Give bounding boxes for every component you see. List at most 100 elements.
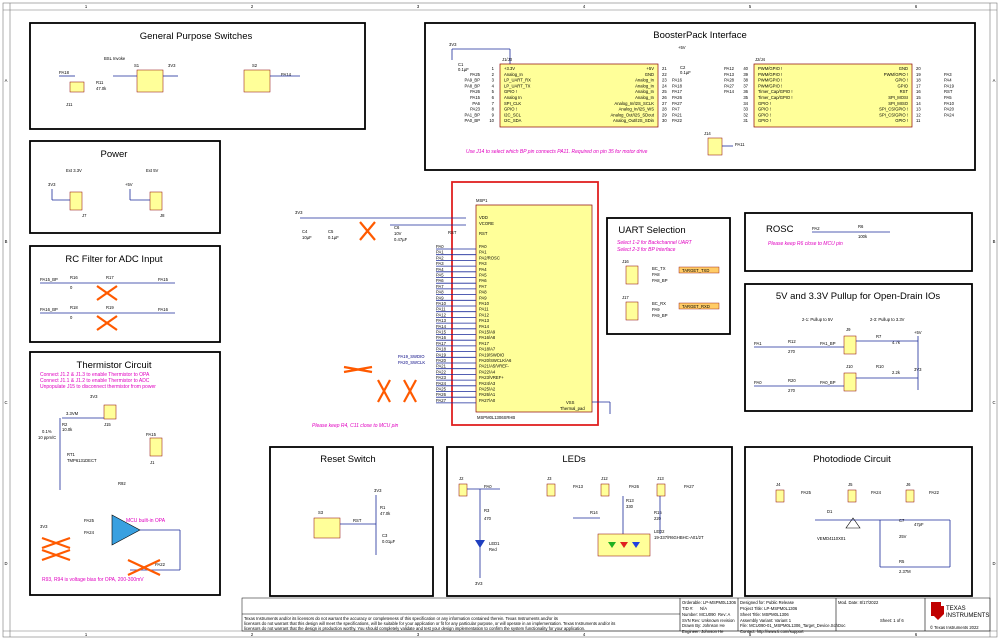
led2-label: LED2 (654, 529, 665, 534)
frame-col-label: 5 (749, 632, 752, 637)
j1j3-right-num: 30 (662, 118, 667, 123)
led-pa0: PA0 (484, 484, 492, 489)
frame-col-label: 3 (417, 632, 420, 637)
j17-header (625, 301, 639, 321)
j1j3-right-num: 22 (662, 72, 667, 77)
boosterpack-section: BoosterPack Interface 3V3 C1 0.1µF J1/J3… (424, 22, 976, 171)
opa-pa24: PA24 (84, 530, 95, 535)
j2j4-right-num: 19 (916, 72, 921, 77)
j2j4-left-num: 40 (743, 66, 748, 71)
mcu-pin-net: PA10 (436, 301, 447, 306)
j2j4-right-num: 14 (916, 101, 921, 106)
frame-col-label: 1 (85, 4, 88, 9)
frame-row-label: D (4, 561, 7, 566)
j2j4-left-num: 31 (743, 118, 748, 123)
led-3v3: 3V3 (475, 581, 483, 586)
r10-value: 2.2k (892, 370, 901, 375)
r18-value: 0 (70, 315, 73, 320)
j2j4-left-pin: GPIO ! (758, 101, 771, 106)
tb-company1: TEXAS (946, 606, 966, 612)
r5-value: 2.37M (899, 569, 911, 574)
mcu-pin-label: PA5 (479, 273, 487, 278)
j15-label: J15 (104, 422, 111, 427)
led2-green-icon (608, 542, 616, 548)
pullup-section: 5V and 3.3V Pullup for Open-Drain IOs 2-… (744, 283, 973, 412)
j1j3-left-num: 8 (492, 107, 495, 112)
j1j3-right-pin: +5V (646, 66, 654, 71)
j2j4-right-pin: GPIO ! (895, 118, 908, 123)
s1-3v3: 3V3 (168, 63, 176, 68)
s1-label: S1 (134, 63, 140, 68)
j2j4-right-num: 13 (916, 107, 921, 112)
j1j3-left-net: PA8_BP (464, 83, 480, 88)
c4-label: C4 (302, 229, 308, 234)
leds-section: LEDs J2 PA0 R3 470 LED1 Red 3V3 J3 PA13 … (446, 446, 733, 597)
j1j3-right-net: PA22 (672, 118, 683, 123)
mcu-pin-label: PA12 (479, 312, 490, 317)
leds-title: LEDs (562, 454, 585, 465)
mcu-pin-net: PA27 (436, 398, 447, 403)
pullup-title: 5V and 3.3V Pullup for Open-Drain IOs (776, 291, 940, 302)
tb-sheet: Sheet: 1 of 6 (880, 618, 904, 623)
mcu-pin-net: PA6 (436, 278, 444, 283)
j1j3-right-pin: Analog_In (635, 95, 655, 100)
mcu-ref: MSP1 (476, 198, 488, 203)
mcu-3v3: 3V3 (295, 210, 303, 215)
frame-col-label: 5 (749, 4, 752, 9)
tb-rev: Rev: A (718, 612, 731, 617)
opa-3v3: 3V3 (40, 524, 48, 529)
reset-section: Reset Switch 3V3 R1 47.0k S3 RST C3 0.01… (269, 446, 434, 597)
j1j3-left-pin: Analog_In (504, 72, 524, 77)
mcu-highlight-box (451, 181, 599, 426)
j1j3-right-pin: Analog_Out/I2S_SDout (610, 112, 654, 117)
photodiode-title: Photodiode Circuit (813, 454, 891, 465)
j1j3-right-num: 21 (662, 66, 667, 71)
led2-red-icon (620, 542, 628, 548)
bias-note: R93, R94 is voltage bias for OPA, 200-30… (42, 577, 144, 583)
r15-label: R15 (654, 510, 662, 515)
j8-header (149, 191, 163, 211)
rc-filter-section: RC Filter for ADC Input PA15_BP R16 0 R1… (29, 245, 221, 343)
r16-label: R16 (70, 275, 78, 280)
frame-col-label: 4 (583, 632, 586, 637)
j2j4-left-pin: GPIO ! (758, 107, 771, 112)
frame-row-label: D (992, 561, 995, 566)
mcu-pad: Thermal_pad (560, 406, 585, 411)
mcu-pin-label: PA0 (479, 244, 487, 249)
r10-label: R10 (876, 364, 884, 369)
mcu-vss: VSS (566, 400, 575, 405)
j2j4-left-num: 38 (743, 78, 748, 83)
j2j4-right-pin: SPI_MISO (888, 101, 909, 106)
target-rxd-flag (678, 302, 720, 310)
r16-value: 0 (70, 285, 73, 290)
tb-assembly: Assembly Variant: Variant 1 (740, 618, 792, 623)
j11-label: J11 (66, 102, 73, 107)
thermistor-section: Thermistor Circuit Connect J1.2 & J1.3 t… (29, 351, 221, 596)
j2j4-left-pin: PWM/GPIO ! (758, 83, 782, 88)
rosc-title: ROSC (766, 224, 794, 235)
j1-label: J1 (150, 460, 155, 465)
r1-value: 47.0k (380, 511, 391, 516)
j2j4-right-num: 16 (916, 89, 921, 94)
r92-label: R92 (118, 481, 126, 486)
j1j3-right-net: PA21 (672, 112, 683, 117)
reset-box (269, 446, 434, 597)
rosc-box (744, 212, 973, 272)
r14-label: R14 (590, 510, 598, 515)
j1j3-right-num: 23 (662, 78, 667, 83)
tb-drawn: Drawn By: Johnson He (682, 623, 725, 628)
j16-header (625, 265, 639, 285)
frame-col-label: 3 (417, 4, 420, 9)
mcu-pin-net: PA26 (436, 392, 447, 397)
pullup-note-b: 2-3: Pullup to 3.3V (870, 317, 905, 322)
gp-switches-title: General Purpose Switches (140, 31, 253, 42)
j1j3-left-net: PA15 (470, 95, 481, 100)
mcu-pin-label: PA17 (479, 341, 490, 346)
s3-label: S3 (318, 510, 324, 515)
d1-value: VEMD4110X01 (817, 536, 846, 541)
bp-note: Use J14 to select which BP pin connects … (466, 149, 648, 155)
tb-engineer: Engineer: Johnson He (682, 629, 724, 634)
tb-designed: Designed for: Public Release (740, 600, 795, 605)
pa14-net: PA14 (281, 72, 292, 77)
mcu-pin-label: PA22/A4 (479, 369, 496, 374)
